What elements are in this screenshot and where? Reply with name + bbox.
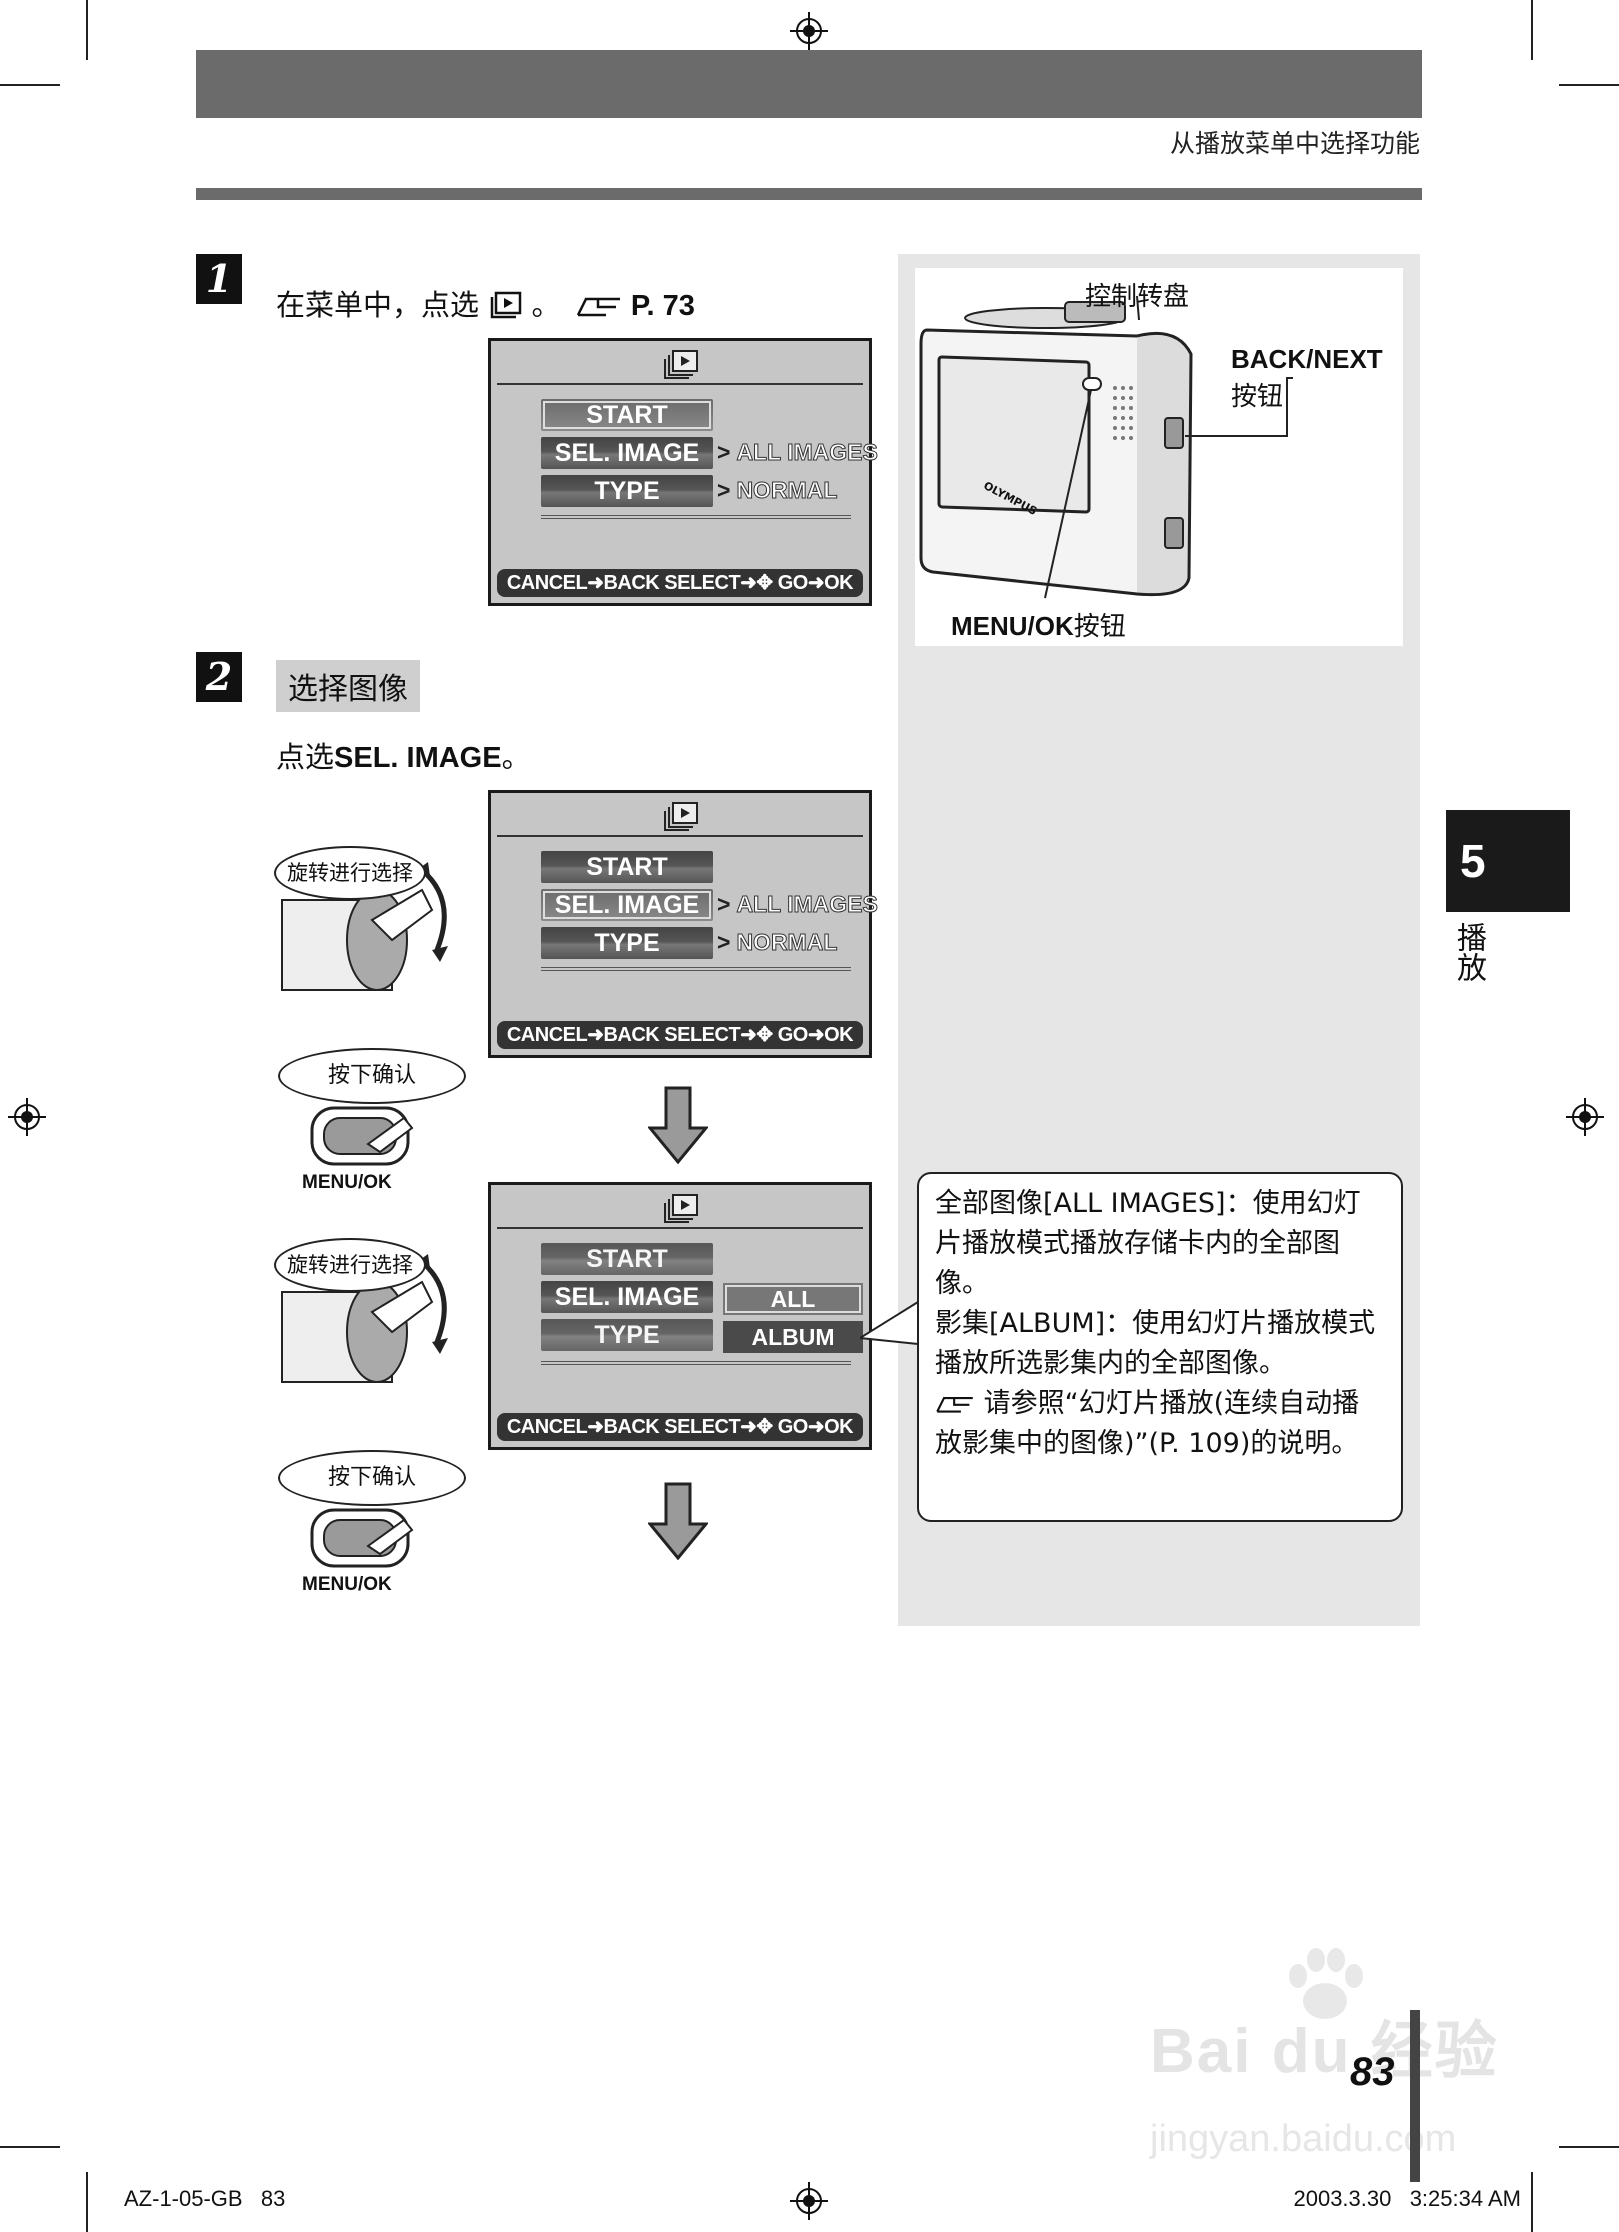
step-2-instruction: 点选SEL. IMAGE。	[276, 740, 531, 774]
lcd-stripes	[541, 967, 851, 973]
press-bubble: 按下确认	[278, 1048, 466, 1104]
lcd-stripes	[541, 1361, 851, 1367]
press-hint-2: 按下确认 MENU/OK	[278, 1450, 468, 1600]
registration-mark-icon	[790, 12, 828, 50]
menu-type[interactable]: TYPE	[541, 927, 713, 959]
dial-hand-illustration	[281, 1254, 448, 1383]
lcd-divider	[497, 383, 863, 385]
chapter-tab[interactable]: 5	[1446, 810, 1570, 912]
crop-mark	[0, 84, 60, 86]
step-2-title: 选择图像	[276, 660, 420, 712]
dial-hand-illustration	[281, 862, 448, 991]
type-value: >NORMAL	[717, 477, 838, 504]
lcd-screen-2: START SEL. IMAGE >ALL IMAGES TYPE >NORMA…	[488, 790, 878, 1058]
camera-figure: 控制转盘 BACK/NEXT 按钮 OLYMPUS MENU/OK按钮	[915, 268, 1403, 646]
lcd-stripes	[541, 515, 851, 521]
rotate-bubble: 旋转进行选择	[274, 1238, 426, 1292]
step-1-instruction: 在菜单中，点选 。 P. 73	[276, 288, 695, 322]
registration-mark-icon	[790, 2182, 828, 2220]
step-1-number: 1	[196, 254, 242, 304]
menu-ok-caption: MENU/OK	[302, 1172, 392, 1193]
playback-menu-icon	[490, 291, 522, 319]
page-reference-icon	[936, 1397, 973, 1413]
crop-mark	[86, 2172, 88, 2232]
sel-image-value: >ALL IMAGES	[717, 891, 878, 918]
callout-pointer	[860, 1301, 919, 1345]
option-all-images[interactable]: ALL IMAGES	[723, 1283, 863, 1344]
page-reference-icon	[576, 297, 620, 317]
menu-sel-image[interactable]: SEL. IMAGE	[541, 889, 713, 921]
playback-mode-icon	[664, 1194, 698, 1223]
crop-mark	[1531, 0, 1533, 60]
menu-type[interactable]: TYPE	[541, 475, 713, 507]
crop-mark	[0, 2146, 60, 2148]
lcd-divider	[497, 835, 863, 837]
down-arrow-icon	[648, 1482, 708, 1560]
chapter-label: 播放	[1451, 922, 1486, 982]
down-arrow-icon	[648, 1086, 708, 1164]
lcd-footer: CANCEL➜BACK SELECT➜✥ GO➜OK	[497, 1413, 863, 1441]
lcd-screen-1: START SEL. IMAGE >ALL IMAGES TYPE >NORMA…	[488, 338, 878, 606]
menu-type[interactable]: TYPE	[541, 1319, 713, 1351]
type-value: >NORMAL	[717, 929, 838, 956]
page-number: 83	[1350, 2050, 1395, 2094]
header-rule	[196, 188, 1422, 200]
dial-label: 控制转盘	[1085, 282, 1190, 312]
ok-button-illustration	[310, 1106, 414, 1166]
options-callout: 全部图像[ALL IMAGES]：使用幻灯片播放模式播放存储卡内的全部图像。 影…	[917, 1172, 1403, 1522]
menu-ok-label: MENU/OK按钮	[951, 611, 1126, 642]
dial-hint-2: 旋转进行选择	[272, 1232, 472, 1392]
section-title: 从播放菜单中选择功能	[1169, 129, 1420, 158]
paw-icon	[1289, 1948, 1363, 2019]
callout-album: 影集[ALBUM]：使用幻灯片播放模式播放所选影集内的全部图像。	[935, 1308, 1376, 1379]
crop-mark	[86, 0, 88, 60]
lcd-footer: CANCEL➜BACK SELECT➜✥ GO➜OK	[497, 1021, 863, 1049]
lcd-footer: CANCEL➜BACK SELECT➜✥ GO➜OK	[497, 569, 863, 597]
callout-reference: 请参照“幻灯片播放(连续自动播放影集中的图像)”(P. 109)的说明。	[935, 1388, 1360, 1459]
watermark-url: jingyan.baidu.com	[1150, 2118, 1457, 2160]
crop-mark	[1559, 84, 1619, 86]
ok-button-illustration	[310, 1508, 414, 1568]
menu-sel-image[interactable]: SEL. IMAGE	[541, 1281, 713, 1313]
lcd-screen-3: START SEL. IMAGE TYPE ALL IMAGES ALBUM C…	[488, 1182, 872, 1450]
option-album[interactable]: ALBUM	[723, 1321, 863, 1353]
menu-ok-caption: MENU/OK	[302, 1574, 392, 1595]
dial-hint-1: 旋转进行选择	[272, 840, 472, 1000]
menu-start[interactable]: START	[541, 399, 713, 431]
back-next-suffix: 按钮	[1231, 382, 1284, 412]
back-next-label: BACK/NEXT	[1231, 344, 1383, 374]
rotate-bubble: 旋转进行选择	[274, 846, 426, 900]
footer-left: AZ-1-05-GB 83	[124, 2186, 286, 2211]
crop-mark	[1559, 2146, 1619, 2148]
press-bubble: 按下确认	[278, 1450, 466, 1506]
menu-start[interactable]: START	[541, 851, 713, 883]
press-hint-1: 按下确认 MENU/OK	[278, 1048, 468, 1198]
registration-mark-icon	[8, 1098, 46, 1136]
lcd-divider	[497, 1227, 863, 1229]
playback-mode-icon	[664, 350, 698, 379]
camera-illustration	[919, 295, 1293, 599]
callout-all-images: 全部图像[ALL IMAGES]：使用幻灯片播放模式播放存储卡内的全部图像。	[935, 1188, 1361, 1299]
step-2-number: 2	[196, 652, 242, 702]
watermark-logo: Bai du 经验	[1150, 2017, 1499, 2086]
menu-start[interactable]: START	[541, 1243, 713, 1275]
sel-image-value: >ALL IMAGES	[717, 439, 878, 466]
playback-mode-icon	[664, 802, 698, 831]
menu-sel-image[interactable]: SEL. IMAGE	[541, 437, 713, 469]
footer-right: 2003.3.30 3:25:34 AM	[1293, 2186, 1521, 2211]
crop-mark	[1531, 2172, 1533, 2232]
header-bar	[196, 50, 1422, 118]
registration-mark-icon	[1566, 1098, 1604, 1136]
page-number-rule	[1410, 2010, 1420, 2182]
